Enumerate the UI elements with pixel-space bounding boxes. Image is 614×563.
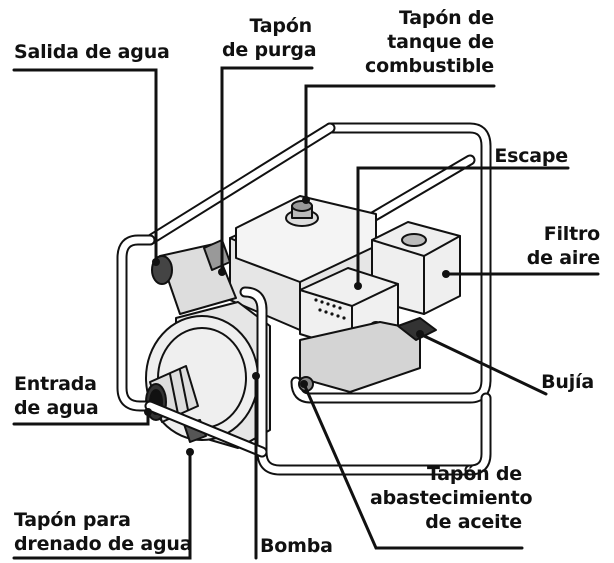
label-drenado-line1: Tapón para — [14, 509, 131, 531]
label-tanque-line1: Tapón de — [398, 7, 494, 29]
label-bomba: Bomba — [260, 535, 333, 557]
label-aceite-line1: Tapón de — [426, 463, 522, 485]
label-tapon-de-purga: Tapón de purga — [222, 14, 317, 62]
label-entrada-line1: Entrada — [14, 373, 97, 395]
crankcase — [299, 321, 421, 393]
label-entrada-line2: de agua — [14, 397, 99, 419]
label-tapon-drenado-agua: Tapón para drenado de agua — [14, 508, 193, 556]
leader-bujia — [418, 332, 548, 396]
leader-tapon-purga — [220, 66, 314, 274]
leader-escape — [356, 166, 570, 288]
label-escape: Escape — [494, 145, 568, 167]
label-drenado-line2: drenado de agua — [14, 533, 193, 555]
spark-plug — [397, 317, 437, 341]
leader-drenado — [12, 450, 192, 560]
label-tapon-abastecimiento-aceite: Tapón de abastecimiento de aceite — [370, 462, 533, 534]
label-salida-de-agua: Salida de agua — [14, 41, 170, 63]
label-filtro-line1: Filtro — [543, 223, 601, 245]
label-tapon-de-purga-line1: Tapón — [249, 15, 312, 37]
leader-tanque — [304, 84, 496, 202]
label-tanque-line2: tanque de — [387, 31, 494, 53]
label-filtro-line2: de aire — [526, 247, 600, 269]
label-tanque-line3: combustible — [365, 55, 494, 77]
label-aceite-line3: de aceite — [425, 511, 522, 533]
label-entrada-de-agua: Entrada de agua — [14, 372, 99, 420]
label-filtro-de-aire: Filtro de aire — [510, 222, 600, 270]
label-tapon-tanque-combustible: Tapón de tanque de combustible — [360, 6, 494, 78]
label-aceite-line2: abastecimiento — [370, 487, 533, 509]
leader-salida-agua — [12, 68, 158, 264]
label-tapon-de-purga-line2: de purga — [222, 39, 317, 61]
label-bujia: Bujía — [541, 371, 594, 393]
leader-aceite — [302, 382, 524, 550]
